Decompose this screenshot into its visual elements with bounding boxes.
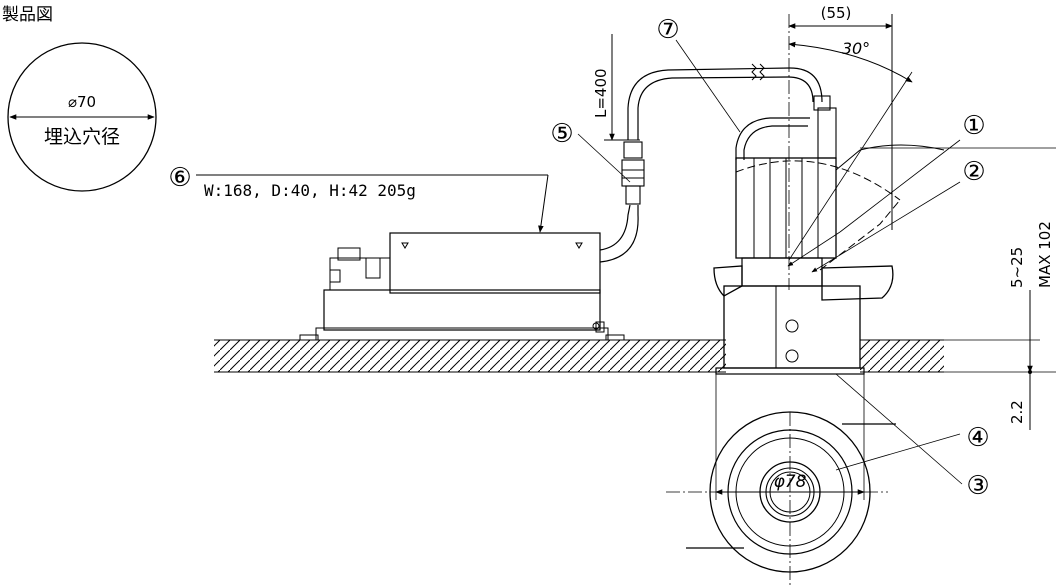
hole-diameter-label: 埋込穴径 — [44, 126, 120, 148]
callout-7-label: ⑦ — [656, 15, 679, 45]
height-dimensions: 5~25 MAX 102 2.2 — [860, 147, 1056, 430]
max-height-value: MAX 102 — [1036, 221, 1054, 288]
cord-length-label: L=400 — [592, 68, 610, 118]
offset-value: (55) — [821, 4, 852, 22]
callout-5: ⑤ — [550, 119, 631, 183]
callout-4-label: ④ — [966, 423, 989, 453]
callout-3-label: ③ — [966, 471, 989, 501]
hole-diameter-callout: ⌀70 埋込穴径 — [7, 42, 157, 192]
power-supply-unit — [299, 232, 625, 341]
callout-1: ① — [787, 111, 986, 267]
fixture-body — [713, 14, 945, 375]
plan-view — [666, 411, 896, 586]
cord — [599, 63, 823, 263]
hole-diameter-value: ⌀70 — [68, 93, 96, 111]
callout-4: ④ — [835, 423, 990, 471]
callout-2: ② — [811, 157, 986, 273]
power-unit-spec: W:168, D:40, H:42 205g — [204, 181, 416, 200]
callout-2-label: ② — [962, 157, 985, 187]
callout-6-label: ⑥ — [168, 163, 191, 193]
ceiling-section — [214, 339, 944, 373]
callout-7: ⑦ — [656, 15, 741, 133]
offset-dimension: (55) 30° — [788, 4, 913, 230]
drawing-title: 製品図 — [2, 5, 53, 25]
callout-1-label: ① — [962, 111, 985, 141]
callout-5-label: ⑤ — [550, 119, 573, 149]
flange-thickness-value: 2.2 — [1008, 400, 1026, 424]
range-value: 5~25 — [1008, 247, 1026, 288]
angle-value: 30° — [842, 39, 870, 58]
callout-6: ⑥ — [168, 163, 191, 193]
callout-3: ③ — [835, 373, 990, 501]
cord-length-dimension: L=400 — [592, 34, 640, 141]
